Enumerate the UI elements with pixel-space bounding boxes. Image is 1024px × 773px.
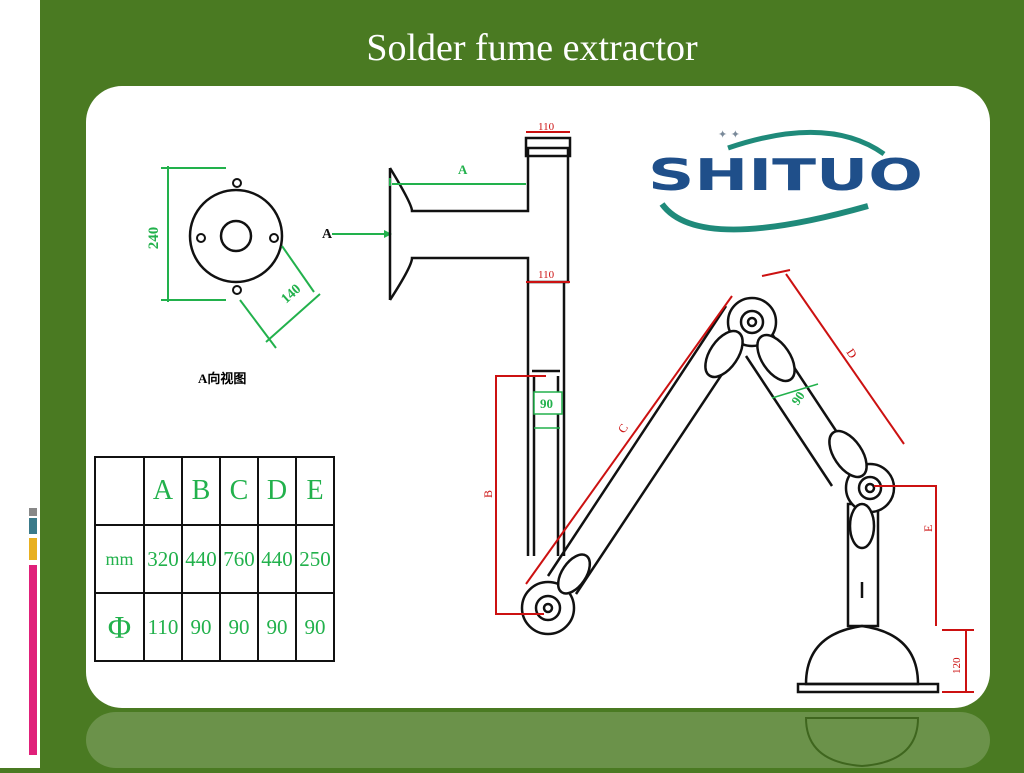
dim-140-label: 140 <box>279 282 305 307</box>
table-row: mm 320 440 760 440 250 <box>94 524 335 594</box>
accent-stripe-gray <box>29 508 37 516</box>
table-header-row: A B C D E <box>94 456 335 526</box>
table-header-cell: C <box>219 456 259 526</box>
dim-240-label: 240 <box>146 227 162 250</box>
table-cell: 90 <box>219 592 259 662</box>
table-cell: 440 <box>181 524 221 594</box>
row-label-mm: mm <box>94 524 145 594</box>
star-icon: ✦ ✦ <box>718 128 740 141</box>
table-header-cell: E <box>295 456 335 526</box>
panel-reflection <box>86 712 990 768</box>
dim-B-label: B <box>481 490 495 498</box>
flange-view: 240 140 <box>146 166 321 349</box>
spec-table: A B C D E mm 320 440 760 440 250 Φ 110 9… <box>94 456 335 662</box>
flange-outer <box>188 188 284 284</box>
logo-text: SHITUO <box>648 150 923 201</box>
wall-bracket <box>388 136 572 556</box>
dim-C-label: C <box>615 421 631 435</box>
table-cell: 90 <box>181 592 221 662</box>
dim-110-lower-label: 110 <box>538 269 555 281</box>
table-cell: 110 <box>143 592 183 662</box>
dim-110-top-label: 110 <box>538 121 555 133</box>
table-cell: 440 <box>257 524 297 594</box>
dim-A-top-label: A <box>458 162 468 177</box>
table-cell: 250 <box>295 524 335 594</box>
arrow-A-label: A <box>322 227 333 242</box>
dim-90-diagonal-label: 90 <box>788 389 808 408</box>
dim-E-label: E <box>921 525 935 532</box>
articulated-arm <box>546 305 940 694</box>
drawing-panel: 240 140 A A 110 110 90 <box>86 86 990 708</box>
accent-stripe-gold <box>29 538 37 560</box>
row-label-phi: Φ <box>94 592 145 662</box>
shituo-logo: ✦ ✦ SHITUO <box>648 118 928 238</box>
dim-90-vertical-label: 90 <box>540 396 553 411</box>
accent-stripe-teal <box>29 518 37 534</box>
red-dimension-lines <box>495 269 974 693</box>
a-view-label: A向视图 <box>198 371 247 386</box>
table-header-cell: B <box>181 456 221 526</box>
table-cell: 90 <box>257 592 297 662</box>
technical-drawing: 240 140 A A 110 110 90 <box>146 121 974 694</box>
table-cell: 760 <box>219 524 259 594</box>
table-cell: 90 <box>295 592 335 662</box>
table-header-cell: A <box>143 456 183 526</box>
flange-bore <box>219 219 253 253</box>
dim-120-label: 120 <box>951 657 963 674</box>
table-cell: 320 <box>143 524 183 594</box>
table-row: Φ 110 90 90 90 90 <box>94 592 335 662</box>
accent-stripe-pink <box>29 565 37 755</box>
slide-title: Solder fume extractor <box>366 27 698 69</box>
table-header-cell: D <box>257 456 297 526</box>
